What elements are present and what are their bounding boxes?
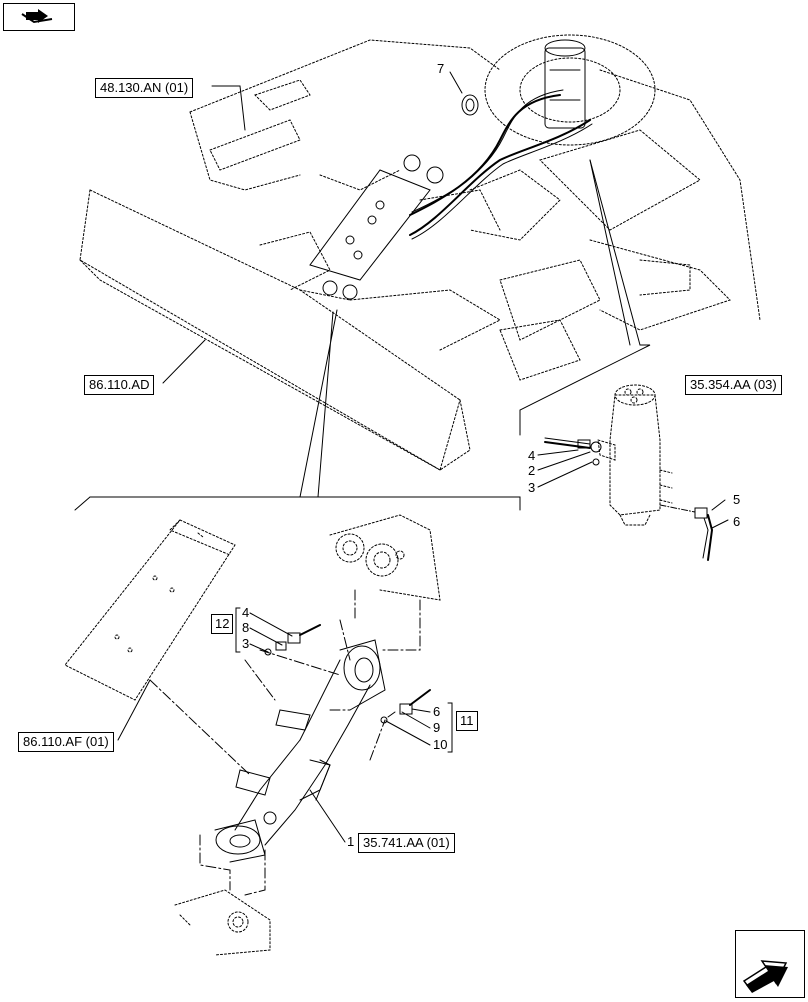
callout-2: 2: [528, 463, 536, 478]
callout-6-swivel: 6: [733, 514, 741, 529]
lower-bracket: [174, 889, 271, 956]
swivel-fittings: [544, 437, 714, 561]
fitting-group-11: [380, 689, 431, 724]
bracket-12: [235, 607, 241, 653]
seal-ring: [461, 94, 479, 116]
book-arrow-button[interactable]: [3, 3, 75, 31]
hydraulic-hoses: [409, 94, 591, 236]
callout-7: 7: [437, 61, 445, 76]
ref-86110-ad[interactable]: 86.110.AD: [84, 375, 155, 395]
ref-35354-aa[interactable]: 35.354.AA (03): [685, 375, 782, 395]
dozer-blade: [79, 189, 471, 471]
ref-48130-an[interactable]: 48.130.AN (01): [95, 78, 194, 98]
track-frame: [189, 39, 761, 381]
group-label-12: 12: [211, 614, 234, 634]
ref-86110-af[interactable]: 86.110.AF (01): [18, 732, 114, 752]
callout-right-10: 10: [433, 737, 448, 752]
callout-right-6: 6: [433, 704, 441, 719]
swivel-joint-upper: [544, 39, 586, 129]
swivel-joint-detail: [597, 384, 673, 526]
book-arrow-icon: [21, 9, 53, 24]
next-page-arrow-icon: [742, 960, 788, 993]
ref-35741-aa[interactable]: 35.741.AA (01): [358, 833, 455, 853]
callout-right-9: 9: [433, 720, 441, 735]
slew-ring: [484, 34, 656, 146]
callout-5: 5: [733, 492, 741, 507]
group-label-11: 11: [456, 711, 478, 731]
blade-cylinder-upper: [309, 154, 444, 300]
hydraulic-cylinder: [214, 639, 386, 863]
leader-48130: [211, 85, 246, 131]
callout-left-8: 8: [242, 620, 250, 635]
callout-1: 1: [347, 834, 355, 849]
bracket-11: [447, 702, 453, 753]
callout-left-3: 3: [242, 636, 250, 651]
leader-86110AD: [162, 339, 206, 384]
next-page-button[interactable]: [735, 930, 805, 998]
leader-7: [449, 71, 463, 94]
upper-bracket: [329, 514, 441, 601]
guard-plate: [64, 519, 236, 701]
callout-4-swivel: 4: [528, 448, 536, 463]
callout-3-swivel: 3: [528, 480, 536, 495]
callout-left-4: 4: [242, 605, 250, 620]
